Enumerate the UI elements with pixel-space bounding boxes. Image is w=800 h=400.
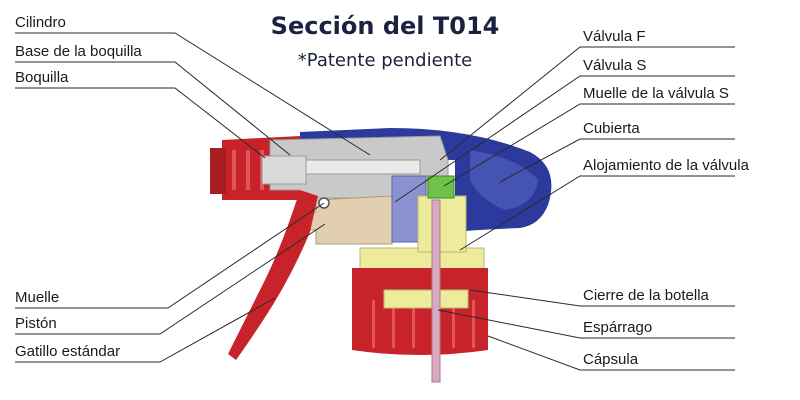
label-gatillo: Gatillo estándar [15,343,121,360]
nozzle-tip [210,148,226,194]
cylinder-channel [299,159,421,175]
leader-cilindro [15,32,371,156]
label-piston: Pistón [15,315,57,332]
leader-gatillo [15,297,276,363]
label-valvula-s: Válvula S [583,57,647,74]
label-cilindro: Cilindro [15,14,66,31]
label-esparrago: Espárrago [583,319,653,336]
valve-housing-core [417,195,467,253]
leader-valvula-f [439,46,735,161]
label-capsula: Cápsula [583,351,639,368]
leader-valvula-s [394,75,735,203]
leader-esparrago [437,309,735,339]
leader-cierre [469,289,735,307]
valve-f [427,175,455,199]
label-base-boquilla: Base de la boquilla [15,43,142,60]
leader-piston [15,223,326,335]
left-leader-lines [15,32,371,363]
label-valvula-f: Válvula F [583,28,646,45]
label-muelle: Muelle [15,289,60,306]
label-boquilla: Boquilla [15,69,69,86]
leader-boquilla [15,87,266,159]
label-cubierta: Cubierta [583,120,640,137]
label-muelle-valvula-s: Muelle de la válvula S [583,85,729,102]
leader-muelle [15,202,325,309]
diagram-title: Sección del T014 [270,12,500,40]
closure-ribs [372,300,475,348]
stud-tube [431,199,441,383]
label-cierre: Cierre de la botella [583,287,709,304]
right-leader-lines [394,46,735,371]
leader-base-boquilla [15,61,291,156]
diagram-subtitle: *Patente pendiente [297,50,473,71]
label-alojamiento: Alojamiento de la válvula [583,157,749,174]
nozzle-base [261,155,307,185]
leader-capsula [487,335,735,371]
leader-muelle-valvula-s [443,103,735,187]
nozzle-rib-1 [232,150,236,190]
leader-cubierta [499,138,735,183]
trigger [228,190,318,360]
capsule-inner [383,289,469,309]
nozzle-rib-2 [246,150,250,190]
leader-alojamiento [459,175,735,251]
